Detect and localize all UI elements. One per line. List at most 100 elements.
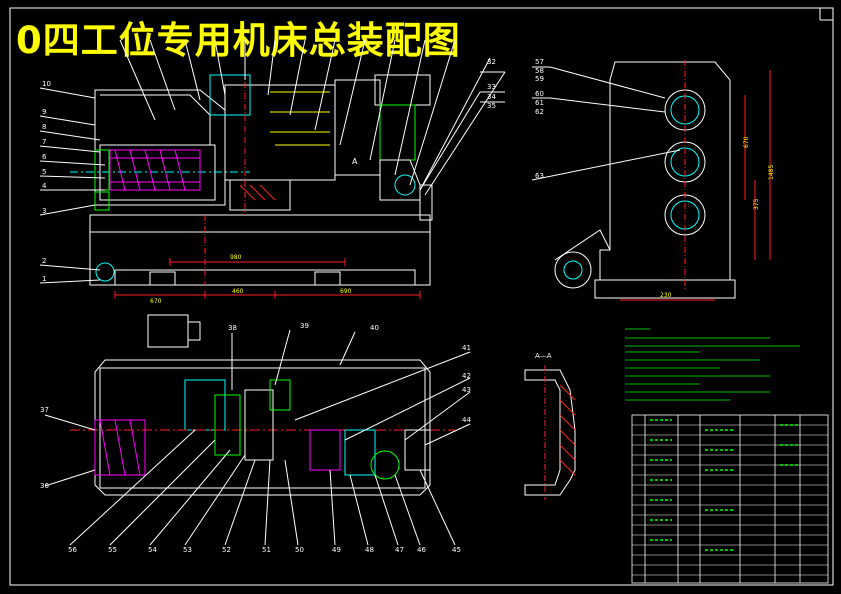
front-dimensions bbox=[114, 258, 421, 299]
plan-base-outline bbox=[94, 359, 431, 496]
left-foot bbox=[89, 260, 115, 286]
right-gear bbox=[379, 104, 416, 161]
callout-9: 9 bbox=[42, 108, 46, 116]
outer-frame bbox=[9, 7, 834, 586]
callout-52: 52 bbox=[222, 546, 231, 554]
drill-spindles bbox=[270, 91, 330, 146]
right-head bbox=[334, 79, 381, 176]
callout-56: 56 bbox=[68, 546, 77, 554]
callout-44: 44 bbox=[462, 416, 471, 424]
drawing-title: 0四工位专用机床总装配图 bbox=[16, 19, 461, 62]
top-slide bbox=[209, 74, 251, 116]
plan-left-spindle bbox=[94, 419, 146, 476]
callout-33: 33 bbox=[487, 83, 496, 91]
plan-view bbox=[70, 314, 455, 496]
side-dim-1485: 1485 bbox=[768, 165, 775, 180]
callout-49: 49 bbox=[332, 546, 341, 554]
callout-40: 40 bbox=[370, 324, 379, 332]
dim-label-980: 980 bbox=[230, 254, 242, 261]
dim-label-460: 460 bbox=[232, 288, 244, 295]
callout-48: 48 bbox=[365, 546, 374, 554]
callout-6: 6 bbox=[42, 153, 47, 161]
plan-gear-b bbox=[244, 389, 274, 461]
front-left-callouts: 10 9 8 7 6 5 4 3 2 1 bbox=[39, 80, 106, 284]
callout-4: 4 bbox=[42, 182, 47, 190]
side-dim-375: 375 bbox=[753, 198, 760, 210]
callout-59: 59 bbox=[535, 75, 544, 83]
front-right-callouts: 32 33 34 35 bbox=[419, 58, 505, 191]
callout-53: 53 bbox=[183, 546, 192, 554]
plan-gear-c bbox=[269, 379, 291, 411]
callout-5: 5 bbox=[42, 168, 46, 176]
callout-1: 1 bbox=[42, 275, 46, 283]
front-top-callouts bbox=[119, 39, 506, 196]
bed-rib bbox=[149, 271, 341, 285]
side-link bbox=[554, 229, 611, 261]
callout-7: 7 bbox=[42, 138, 46, 146]
callout-58: 58 bbox=[535, 67, 544, 75]
side-dim-670: 670 bbox=[743, 136, 750, 148]
machine-bed bbox=[89, 214, 431, 286]
callout-55: 55 bbox=[108, 546, 117, 554]
plan-motor bbox=[147, 314, 189, 348]
callout-34: 34 bbox=[487, 93, 496, 101]
callout-61: 61 bbox=[535, 99, 544, 107]
gear-block bbox=[109, 149, 201, 191]
foot-bolt bbox=[95, 262, 115, 282]
callout-3: 3 bbox=[42, 207, 46, 215]
section-a-a: A—A bbox=[524, 352, 576, 500]
callout-50: 50 bbox=[295, 546, 304, 554]
callout-51: 51 bbox=[262, 546, 271, 554]
callout-2: 2 bbox=[42, 257, 46, 265]
right-motor bbox=[374, 74, 431, 106]
callout-43: 43 bbox=[462, 386, 471, 394]
fixture-plate bbox=[229, 179, 291, 211]
bearing-stack bbox=[94, 149, 110, 211]
view-marker: A bbox=[352, 157, 358, 166]
plan-right-wheel bbox=[370, 450, 400, 480]
section-profile bbox=[524, 369, 576, 496]
callout-8: 8 bbox=[42, 123, 46, 131]
callout-63: 63 bbox=[535, 172, 544, 180]
callout-35: 35 bbox=[487, 102, 496, 110]
left-column bbox=[94, 89, 226, 206]
callout-60: 60 bbox=[535, 90, 544, 98]
plan-view-callouts: 38 39 40 41 42 43 44 37 36 56 55 54 53 5… bbox=[40, 322, 471, 554]
plan-gear-a bbox=[214, 394, 241, 456]
plan-shaft-housing bbox=[344, 429, 376, 476]
callout-37: 37 bbox=[40, 406, 49, 414]
plan-belt-guard bbox=[184, 379, 226, 431]
technical-notes bbox=[625, 328, 800, 401]
bed-foot bbox=[114, 269, 416, 286]
right-plate bbox=[419, 184, 433, 221]
front-view: 980 460 690 670 A bbox=[70, 60, 433, 305]
dim-label-670: 670 bbox=[150, 298, 162, 305]
callout-57: 57 bbox=[535, 58, 544, 66]
parts-list-table bbox=[631, 414, 829, 584]
callout-39: 39 bbox=[300, 322, 309, 330]
side-dimensions bbox=[620, 70, 771, 301]
callout-62: 62 bbox=[535, 108, 544, 116]
side-housing bbox=[599, 61, 731, 281]
callout-46: 46 bbox=[417, 546, 426, 554]
side-dim-230: 230 bbox=[660, 292, 672, 299]
callout-47: 47 bbox=[395, 546, 404, 554]
section-label: A—A bbox=[535, 352, 552, 360]
callout-38: 38 bbox=[228, 324, 237, 332]
right-wheel bbox=[394, 174, 416, 196]
callout-54: 54 bbox=[148, 546, 157, 554]
callout-42: 42 bbox=[462, 372, 471, 380]
side-view: 670 1485 375 230 57 58 59 60 61 62 63 bbox=[531, 58, 775, 301]
plan-right-end bbox=[404, 429, 431, 471]
callout-36: 36 bbox=[40, 482, 49, 490]
dim-label-690: 690 bbox=[340, 288, 352, 295]
callout-32: 32 bbox=[487, 58, 496, 66]
callout-45: 45 bbox=[452, 546, 461, 554]
fixture-hatch bbox=[239, 184, 276, 201]
plan-motor-flange bbox=[187, 321, 201, 341]
section-hatch bbox=[559, 384, 576, 476]
side-pulley bbox=[554, 251, 592, 289]
side-pulley-inner bbox=[563, 260, 583, 280]
plan-coupling bbox=[309, 429, 341, 471]
